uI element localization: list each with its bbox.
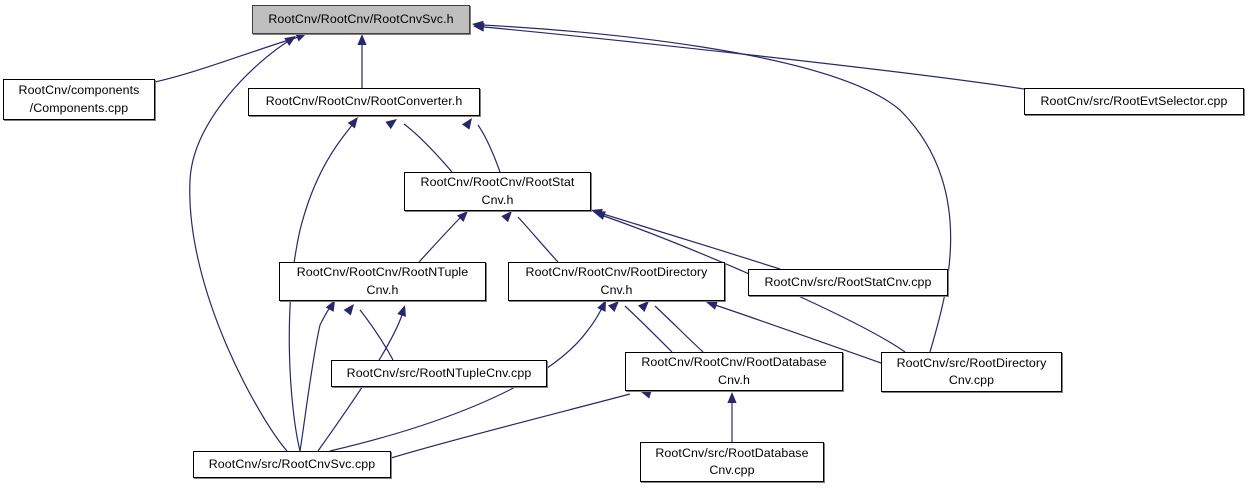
- graph-node-rootstatcnv_cpp[interactable]: RootCnv/src/RootStatCnv.cpp: [748, 269, 948, 296]
- graph-node-label: RootCnv/RootCnv/RootStat Cnv.h: [420, 175, 575, 207]
- graph-node-label: RootCnv/src/RootDirectory Cnv.cpp: [896, 355, 1047, 387]
- arrowhead-rootntuplecnv_cpp-to-rootntuplecnv_h: [343, 304, 354, 316]
- graph-node-rootcnvsvc_cpp[interactable]: RootCnv/src/RootCnvSvc.cpp: [193, 451, 391, 478]
- graph-node-label: RootCnv/RootCnv/RootDatabase Cnv.h: [641, 355, 827, 387]
- graph-node-label: RootCnv/RootCnv/RootConverter.h: [265, 94, 463, 109]
- graph-node-rootstatcnv_h[interactable]: RootCnv/RootCnv/RootStat Cnv.h: [404, 172, 591, 211]
- edge-rootstatcnv_h-to-rootconverter_h: [403, 123, 453, 173]
- graph-node-rootdirectorycnv_h[interactable]: RootCnv/RootCnv/RootDirectory Cnv.h: [508, 262, 725, 301]
- graph-node-label: RootCnv/RootCnv/RootNTuple Cnv.h: [296, 265, 469, 297]
- graph-node-rootdatabasecnv_h[interactable]: RootCnv/RootCnv/RootDatabase Cnv.h: [625, 352, 843, 391]
- arrowhead-rootdirectorycnv_cpp-to-rootdirectorycnv_h: [706, 301, 718, 310]
- graph-node-rootdirectorycnv_cpp[interactable]: RootCnv/src/RootDirectory Cnv.cpp: [881, 352, 1062, 392]
- edge-components_cpp-to-rootcnvsvc_h: [154, 35, 303, 83]
- graph-node-rootntuplecnv_h[interactable]: RootCnv/RootCnv/RootNTuple Cnv.h: [279, 262, 486, 301]
- graph-node-rootconverter_h[interactable]: RootCnv/RootCnv/RootConverter.h: [248, 88, 480, 116]
- graph-node-label: RootCnv/src/RootNTupleCnv.cpp: [346, 365, 532, 380]
- graph-node-label: RootCnv/RootCnv/RootCnvSvc.h: [268, 11, 454, 26]
- graph-node-label: RootCnv/RootCnv/RootDirectory Cnv.h: [525, 265, 708, 297]
- edge-rootstatcnv_h-to-rootconverter_h: [477, 124, 501, 173]
- graph-node-label: RootCnv/src/RootCnvSvc.cpp: [208, 456, 376, 471]
- graph-node-label: RootCnv/components /Components.cpp: [18, 83, 140, 115]
- graph-node-label: RootCnv/src/RootDatabase Cnv.cpp: [655, 445, 809, 477]
- arrowhead-rootdatabasecnv_h-to-rootdirectorycnv_h: [607, 301, 619, 313]
- edge-rootcnvsvc_cpp-to-rootconverter_h: [288, 123, 354, 452]
- arrowhead-rootdatabasecnv_h-to-rootdirectorycnv_h: [637, 301, 649, 313]
- edge-rootdirectorycnv_h-to-rootstatcnv_h: [517, 216, 559, 263]
- arrowhead-rootcnvsvc_cpp-to-rootdatabasecnv_h: [640, 389, 652, 399]
- edge-rootcnvsvc_cpp-to-rootcnvsvc_h: [189, 39, 291, 452]
- edge-rootevtselector_cpp-to-rootcnvsvc_h: [483, 26, 1025, 90]
- edge-rootcnvsvc_cpp-to-rootntuplecnv_h: [299, 305, 332, 452]
- arrowhead-rootntuplecnv_h-to-rootstatcnv_h: [456, 211, 468, 223]
- edge-rootntuplecnv_h-to-rootstatcnv_h: [418, 215, 463, 263]
- graph-node-rootevtselector_cpp[interactable]: RootCnv/src/RootEvtSelector.cpp: [1024, 88, 1244, 115]
- arrowhead-rootcnvsvc_cpp-to-rootntuplecnv_h: [397, 305, 406, 317]
- edge-rootcnvsvc_cpp-to-rootdatabasecnv_h: [390, 393, 631, 459]
- edge-rootdatabasecnv_h-to-rootdirectorycnv_h: [624, 305, 673, 353]
- arrowhead-rootconverter_h-to-rootcnvsvc_h: [357, 34, 367, 45]
- arrowhead-rootevtselector_cpp-to-rootcnvsvc_h: [473, 22, 485, 32]
- graph-node-components_cpp[interactable]: RootCnv/components /Components.cpp: [3, 79, 155, 120]
- arrowhead-rootdirectorycnv_h-to-rootstatcnv_h: [501, 211, 512, 223]
- graph-node-rootdatabasecnv_cpp[interactable]: RootCnv/src/RootDatabase Cnv.cpp: [640, 442, 824, 482]
- arrowhead-rootdirectorycnv_cpp-to-rootstatcnv_h: [594, 211, 606, 220]
- arrowhead-rootcnvsvc_cpp-to-rootdirectorycnv_h: [597, 300, 606, 312]
- arrowhead-rootcnvsvc_cpp-to-rootconverter_h: [347, 117, 358, 129]
- edge-rootntuplecnv_cpp-to-rootntuplecnv_h: [359, 309, 394, 361]
- graph-node-rootcnvsvc_h: RootCnv/RootCnv/RootCnvSvc.h: [252, 5, 470, 34]
- edge-rootdirectorycnv_cpp-to-rootdirectorycnv_h: [714, 304, 882, 364]
- arrowhead-components_cpp-to-rootcnvsvc_h: [295, 33, 307, 42]
- arrowhead-rootdatabasecnv_cpp-to-rootdatabasecnv_h: [727, 392, 737, 403]
- arrowhead-rootcnvsvc_cpp-to-rootcnvsvc_h: [284, 36, 296, 46]
- arrowhead-rootstatcnv_h-to-rootconverter_h: [461, 118, 472, 130]
- graph-node-label: RootCnv/src/RootEvtSelector.cpp: [1040, 93, 1228, 108]
- arrowhead-rootstatcnv_h-to-rootconverter_h: [385, 119, 397, 130]
- graph-node-label: RootCnv/src/RootStatCnv.cpp: [764, 274, 932, 289]
- edge-rootcnvsvc_cpp-to-rootdirectorycnv_h: [329, 305, 604, 452]
- graph-node-rootntuplecnv_cpp[interactable]: RootCnv/src/RootNTupleCnv.cpp: [331, 360, 547, 387]
- edge-rootstatcnv_cpp-to-rootstatcnv_h: [599, 212, 781, 270]
- arrowhead-rootcnvsvc_cpp-to-rootntuplecnv_h: [325, 300, 335, 312]
- edge-rootdatabasecnv_h-to-rootdirectorycnv_h: [654, 305, 704, 353]
